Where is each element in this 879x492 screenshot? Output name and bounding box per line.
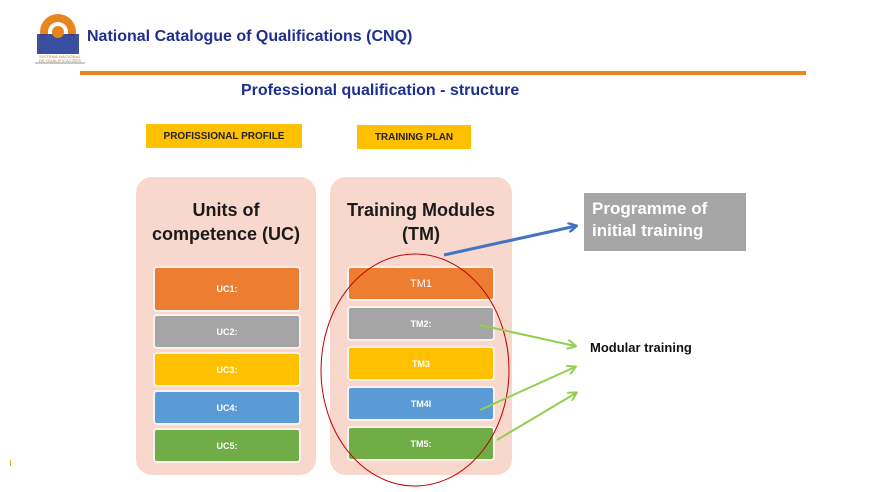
training-plan-tag: TRAINING PLAN — [357, 125, 471, 149]
tm4-block: TM4l — [348, 387, 494, 420]
corner-tick — [10, 460, 11, 466]
tm1-block: TM1 — [348, 267, 494, 300]
units-of-competence-panel: Units of competence (UC) UC1: UC2: UC3: … — [136, 177, 316, 475]
modular-training-label: Modular training — [590, 340, 692, 355]
uc1-block: UC1: — [154, 267, 300, 311]
diagram-subtitle: Professional qualification - structure — [241, 82, 520, 99]
logo-caption: SISTEMA NACIONAL DE QUALIFICAÇÕES — [38, 54, 82, 63]
uc4-block: UC4: — [154, 391, 300, 424]
uc-panel-title-line1: Units of — [192, 200, 260, 220]
tm2-block: TM2: — [348, 307, 494, 340]
header-divider — [80, 71, 806, 75]
uc-panel-title-line2: competence (UC) — [151, 224, 301, 244]
uc3-block: UC3: — [154, 353, 300, 386]
profile-tag: PROFISSIONAL PROFILE — [146, 124, 302, 148]
tm-panel-title-line1: Training Modules — [346, 200, 495, 220]
tm-panel-title-line2: (TM) — [402, 224, 440, 244]
uc5-block: UC5: — [154, 429, 300, 462]
page-title: National Catalogue of Qualifications (CN… — [87, 28, 413, 45]
tm5-block: TM5: — [348, 427, 494, 460]
programme-initial-training-box: Programme of initial training — [584, 193, 746, 251]
cnq-logo-icon — [37, 12, 79, 54]
training-modules-panel: Training Modules (TM) TM1 TM2: TM3 TM4l … — [330, 177, 512, 475]
uc2-block: UC2: — [154, 315, 300, 348]
logo-divider — [35, 62, 85, 64]
tm3-block: TM3 — [348, 347, 494, 380]
programme-line1: Programme of — [592, 199, 708, 218]
programme-line2: initial training — [592, 221, 704, 240]
